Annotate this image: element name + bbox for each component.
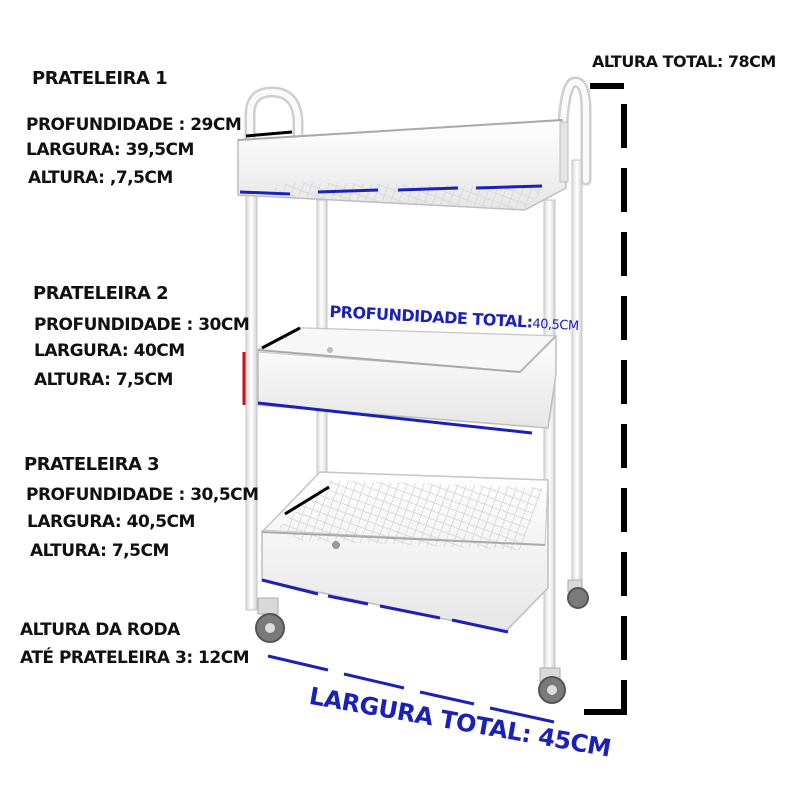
shelf-2-width: LARGURA: 40CM — [34, 341, 185, 361]
shelf-1-depth: PROFUNDIDADE : 29CM — [26, 115, 242, 135]
shelf-3-basket — [261, 471, 549, 633]
shelf-1-height: ALTURA: ,7,5CM — [28, 168, 173, 188]
shelf-1-title: PRATELEIRA 1 — [32, 68, 168, 89]
shelf-2-title: PRATELEIRA 2 — [33, 283, 169, 304]
shelf-2-depth: PROFUNDIDADE : 30CM — [34, 315, 250, 335]
wheel-height-line-2: ATÉ PRATELEIRA 3: 12CM — [20, 648, 250, 668]
shelf-3-height: ALTURA: 7,5CM — [30, 541, 169, 561]
dimension-lines — [239, 83, 627, 724]
wheels — [255, 579, 589, 704]
shelf-3-width: LARGURA: 40,5CM — [27, 512, 195, 532]
wheel-height-line-1: ALTURA DA RODA — [20, 620, 180, 640]
shelf-2-height: ALTURA: 7,5CM — [34, 370, 173, 390]
total-depth-value: 40,5CM — [532, 316, 580, 335]
total-height-label: ALTURA TOTAL: 78CM — [592, 52, 776, 71]
shelf-3-depth: PROFUNDIDADE : 30,5CM — [26, 485, 259, 505]
shelf-3-title: PRATELEIRA 3 — [24, 454, 160, 475]
shelf-2-basket — [257, 327, 558, 429]
shelf-1-width: LARGURA: 39,5CM — [26, 140, 194, 160]
